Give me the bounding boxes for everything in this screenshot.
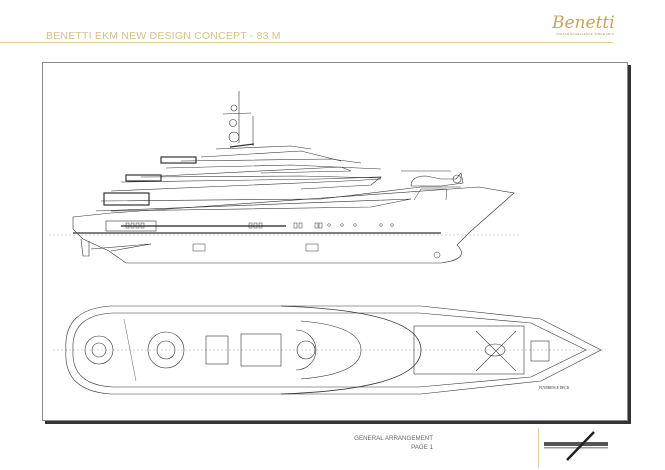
page-number: PAGE 1 <box>411 444 433 451</box>
footer-divider <box>538 428 539 468</box>
header-divider <box>0 42 613 43</box>
yacht-drawing: FLYBRIDGE DECK <box>49 91 606 395</box>
footer-info: GENERAL ARRANGEMENT PAGE 1 <box>354 434 433 452</box>
studio-logo <box>544 431 608 461</box>
section-title: GENERAL ARRANGEMENT <box>354 435 433 442</box>
plan-view <box>53 305 606 395</box>
side-profile <box>49 91 521 264</box>
document-title: BENETTI EKM NEW DESIGN CONCEPT - 83 M <box>46 30 281 42</box>
logo-tagline: ITALIAN EXCELLENCE SINCE 1873 <box>556 32 614 36</box>
drawing-frame: FLYBRIDGE DECK <box>42 62 628 421</box>
plan-label: FLYBRIDGE DECK <box>539 386 570 390</box>
helicopter-drawing <box>401 170 464 187</box>
logo-script: Benetti <box>552 13 615 33</box>
benetti-logo: Benetti ITALIAN EXCELLENCE SINCE 1873 <box>552 13 615 36</box>
